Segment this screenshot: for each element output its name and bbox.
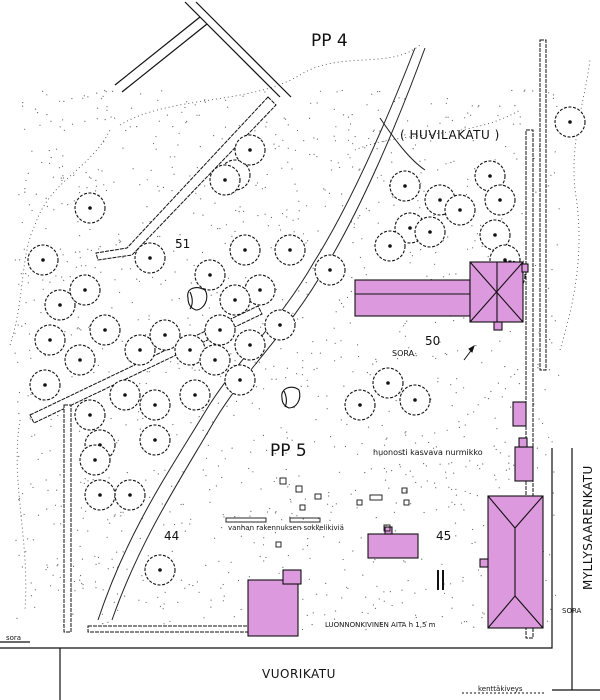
tree-icon [74, 399, 106, 431]
label-sora-right: SORA [562, 607, 582, 615]
tree-icon [554, 106, 586, 138]
buildings [247, 261, 544, 637]
fence-posts [437, 570, 444, 590]
tree-icon [234, 329, 266, 361]
label-lawn-note: huonosti kasvava nurmikko [373, 448, 483, 457]
tree-icon [179, 379, 211, 411]
building-shed-2 [514, 437, 534, 482]
pp4-boundary [114, 1, 292, 98]
tree-icon [234, 134, 266, 166]
label-vuorikatu: VUORIKATU [262, 667, 336, 681]
building-north-long [354, 279, 471, 317]
building-45 [367, 533, 419, 559]
tree-icon [389, 170, 421, 202]
label-pp5: PP 5 [270, 441, 307, 461]
tree-icon [204, 314, 236, 346]
tree-icon [229, 234, 261, 266]
tree-icon [89, 314, 121, 346]
label-sora-center: SORA [392, 349, 415, 358]
tree-icon [314, 254, 346, 286]
tree-icon [374, 230, 406, 262]
tree-icon [219, 284, 251, 316]
tree-icon [144, 554, 176, 586]
tree-icon [399, 384, 431, 416]
tree-icon [29, 369, 61, 401]
building-south [247, 569, 302, 637]
label-sora-left: sora [6, 634, 21, 642]
tree-icon [414, 216, 446, 248]
tree-icon [274, 234, 306, 266]
tree-icon [84, 479, 116, 511]
foundation-stones [225, 477, 410, 548]
building-north-main [469, 261, 524, 331]
label-fence-note: LUONNONKIVINEN AITA h 1,5 m [325, 621, 436, 629]
tree-icon [372, 367, 404, 399]
label-pp4: PP 4 [311, 31, 348, 51]
road-edges [0, 448, 600, 700]
tree-icon [139, 389, 171, 421]
label-lot-44: 44 [164, 529, 179, 543]
tree-icon [34, 324, 66, 356]
label-lot-50: 50 [425, 334, 440, 348]
label-lot-51: 51 [175, 237, 190, 251]
building-east-long [479, 495, 544, 629]
building-shed-1 [512, 401, 527, 427]
tree-icon [139, 424, 171, 456]
tree-icon [109, 379, 141, 411]
tree-icon [64, 344, 96, 376]
tree-icon [199, 344, 231, 376]
label-lot-45: 45 [436, 529, 451, 543]
label-myllysaarenkatu: MYLLYSAARENKATU [581, 465, 595, 590]
tree-icon [484, 184, 516, 216]
tree-icon [224, 364, 256, 396]
tree-icon [134, 242, 166, 274]
tree-icon [264, 309, 296, 341]
label-foundation-note: vanhan rakennuksen sokkelikiviä [228, 524, 344, 532]
building-45-porch [384, 526, 393, 535]
label-huvilakatu: ( HUVILAKATU ) [400, 128, 500, 142]
map-labels: PP 4 ( HUVILAKATU ) 51 50 SORA PP 5 huon… [6, 31, 595, 693]
tree-icon [114, 479, 146, 511]
boulders [187, 287, 301, 409]
tree-icon [209, 164, 241, 196]
label-paving-note: kenttäkiveys [478, 685, 523, 693]
tree-icon [27, 244, 59, 276]
tree-icon [74, 192, 106, 224]
tree-icon [69, 274, 101, 306]
tree-icon [444, 194, 476, 226]
tree-icon [344, 389, 376, 421]
tree-icon [194, 259, 226, 291]
north-arrow-icon [463, 344, 475, 361]
tree-icon [79, 444, 111, 476]
building-annex-small [521, 263, 529, 273]
